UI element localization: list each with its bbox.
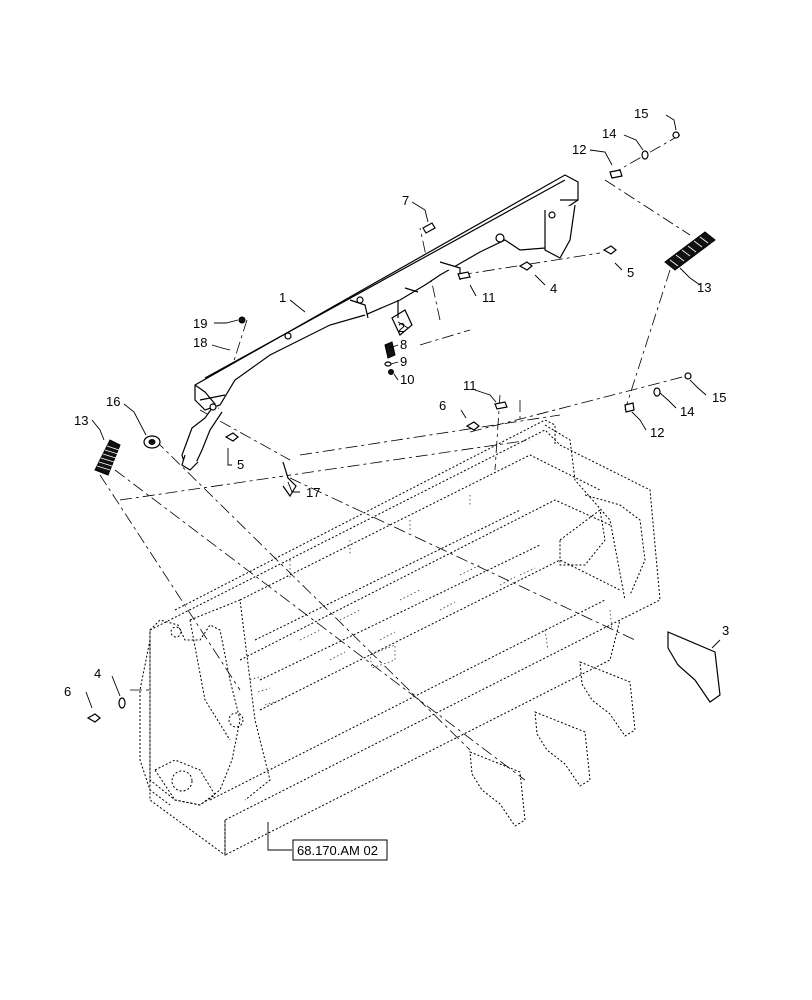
callout-14-upper: 14 xyxy=(602,126,616,141)
callout-4-upper: 4 xyxy=(550,281,557,296)
callout-7: 7 xyxy=(402,193,409,208)
callout-labels: 1 2 3 4 4 5 5 6 6 7 8 9 10 11 11 12 12 1… xyxy=(64,106,729,699)
callout-3: 3 xyxy=(722,623,729,638)
reference-label: 68.170.AM 02 xyxy=(297,843,378,858)
callout-5-right: 5 xyxy=(627,265,634,280)
callout-9: 9 xyxy=(400,354,407,369)
main-frame-assembly xyxy=(139,419,661,856)
callout-8: 8 xyxy=(400,337,407,352)
reference-box: 68.170.AM 02 xyxy=(292,839,388,861)
callout-6-upper: 6 xyxy=(439,398,446,413)
callout-12-lower: 12 xyxy=(650,425,664,440)
callout-6-lower: 6 xyxy=(64,684,71,699)
callout-19: 19 xyxy=(193,316,207,331)
callout-17: 17 xyxy=(306,485,320,500)
spring-right xyxy=(664,231,716,271)
callout-11-lower: 11 xyxy=(463,378,477,393)
support-bar xyxy=(181,174,579,471)
hardware-items xyxy=(86,131,692,723)
callout-11-upper: 11 xyxy=(482,290,496,305)
callout-15-lower: 15 xyxy=(712,390,726,405)
cover-plates xyxy=(469,631,721,827)
callout-15-upper: 15 xyxy=(634,106,648,121)
callout-18: 18 xyxy=(193,335,207,350)
callout-5-left: 5 xyxy=(237,457,244,472)
callout-4-lower: 4 xyxy=(94,666,101,681)
callout-1: 1 xyxy=(279,290,286,305)
callout-2: 2 xyxy=(398,320,405,335)
callout-14-lower: 14 xyxy=(680,404,694,419)
spring-left xyxy=(94,439,121,476)
callout-13-right: 13 xyxy=(697,280,711,295)
callout-10: 10 xyxy=(400,372,414,387)
callout-13-left: 13 xyxy=(74,413,88,428)
callout-16: 16 xyxy=(106,394,120,409)
callout-12-upper: 12 xyxy=(572,142,586,157)
callout-leaders xyxy=(85,114,721,851)
